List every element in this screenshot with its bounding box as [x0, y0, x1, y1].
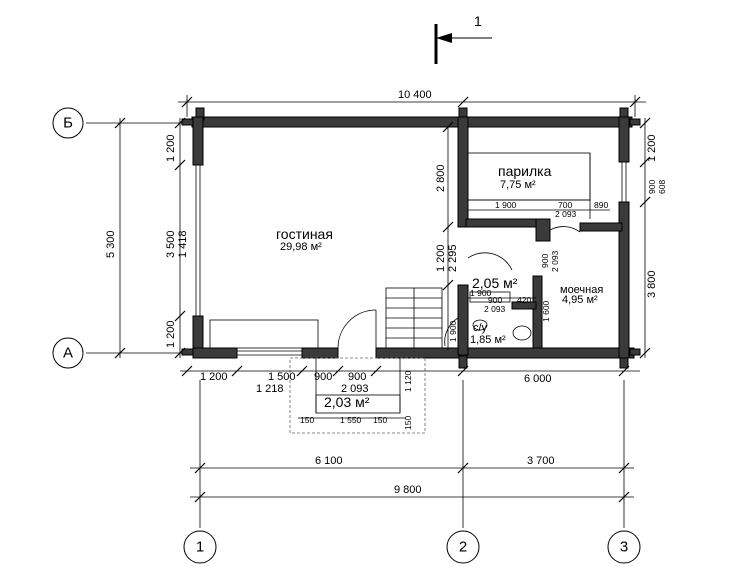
section-mark: 1 — [434, 13, 492, 64]
svg-text:Б: Б — [63, 115, 73, 132]
dim-right-sauna: 900 — [647, 180, 657, 194]
svg-text:2: 2 — [459, 539, 467, 556]
dim-right-sauna2: 608 — [657, 180, 667, 194]
dim-hall-900: 900 — [540, 254, 550, 268]
dim-top: 10 400 — [178, 89, 646, 117]
windows — [195, 162, 627, 356]
axis-bubble-3: 3 — [607, 530, 641, 564]
dim-bottom-900b: 900 — [348, 371, 366, 383]
dim-porch-1550: 1 550 — [340, 415, 362, 425]
room-living-area: 29,98 м² — [280, 241, 322, 253]
dim-axis-9800: 9 800 — [394, 484, 422, 496]
dim-left-mid: 3 500 — [165, 230, 177, 258]
dim-hall-1900: 1 900 — [448, 320, 458, 342]
dim-hall-2093: 2 093 — [550, 250, 560, 272]
dim-left: 5 300 1 200 3 500 1 418 1 200 — [105, 117, 189, 359]
sauna-benches — [467, 152, 591, 219]
counter — [209, 319, 319, 349]
room-sauna-area: 7,75 м² — [500, 179, 536, 191]
room-wc-area: 1,85 м² — [470, 334, 506, 346]
dim-porch-150b: 150 — [373, 415, 387, 425]
dim-porch-150c: 150 — [403, 416, 413, 430]
svg-text:А: А — [63, 345, 73, 362]
dim-bottom-6000: 6 000 — [524, 373, 552, 385]
dim-bottom-1200: 1 200 — [200, 371, 228, 383]
room-wc-name: с/у — [473, 322, 488, 334]
room-living-name: гостиная — [276, 226, 333, 242]
dim-wc-1900: 1 900 — [470, 288, 492, 298]
dim-mid: 2 800 1 200 2 295 1 900 — [435, 121, 459, 350]
wc-fixtures — [469, 291, 532, 341]
dim-sauna-890: 890 — [594, 200, 608, 210]
stairs — [385, 287, 443, 349]
dim-sauna-700: 700 — [558, 200, 572, 210]
room-sauna-name: парилка — [498, 163, 552, 179]
porch — [289, 357, 426, 434]
dim-mid-2295: 2 295 — [447, 244, 459, 272]
section-label: 1 — [474, 13, 482, 29]
dim-mid-1200: 1 200 — [435, 244, 447, 272]
dim-sauna-2093: 2 093 — [555, 209, 577, 219]
dim-porch-150a: 150 — [300, 415, 314, 425]
axis-bubble-2: 2 — [446, 530, 480, 564]
dim-wc-900: 900 — [488, 295, 502, 305]
dim-right-top: 1 200 — [646, 134, 658, 162]
dim-left-mid-inner: 1 418 — [177, 230, 189, 258]
axis-bubble-a: А — [52, 337, 84, 369]
dim-axis-3700: 3 700 — [527, 455, 555, 467]
axis-lines — [86, 122, 625, 528]
room-hall-area: 2,05 м² — [472, 275, 518, 291]
dim-bottom-1218: 1 218 — [256, 383, 284, 395]
dim-right-wash: 3 800 — [646, 270, 658, 298]
dim-axis-6100: 6 100 — [315, 455, 343, 467]
room-wash-name: моечная — [560, 284, 603, 296]
walls — [181, 107, 641, 369]
dim-bottom-1500: 1 500 — [268, 371, 296, 383]
axis-bubble-1: 1 — [183, 530, 217, 564]
dim-porch: 150 1 550 150 150 1 120 — [298, 370, 413, 430]
dim-left-bot: 1 200 — [165, 320, 177, 348]
room-wash-area: 4,95 м² — [562, 294, 598, 306]
dim-porch-1120: 1 120 — [403, 370, 413, 392]
dim-top-total: 10 400 — [398, 89, 432, 101]
doors — [337, 226, 581, 349]
dim-sauna-1900: 1 900 — [495, 200, 517, 210]
dim-mid-2800: 2 800 — [435, 164, 447, 192]
dim-bottom: 1 200 1 218 1 500 900 900 2 093 6 000 — [180, 365, 640, 395]
dim-left-top: 1 200 — [165, 134, 177, 162]
dim-sauna: 1 900 700 2 093 890 — [468, 200, 610, 219]
dim-bottom-900a: 900 — [314, 371, 332, 383]
axis-bubble-b: Б — [52, 107, 84, 139]
dim-bottom-2093: 2 093 — [341, 383, 369, 395]
dim-wc-420: 420 — [517, 295, 531, 305]
svg-text:3: 3 — [620, 539, 628, 556]
dim-wc-1600: 1 600 — [541, 300, 551, 322]
svg-text:1: 1 — [196, 539, 204, 556]
dim-axes: 6 100 3 700 9 800 — [190, 455, 634, 503]
dim-wc-2093: 2 093 — [484, 304, 506, 314]
dim-right: 1 200 900 608 3 800 — [639, 117, 667, 359]
room-porch-area: 2,03 м² — [324, 394, 370, 410]
dim-hall-wc: 900 2 093 1 900 900 2 093 420 1 600 — [468, 250, 560, 322]
dim-left-total: 5 300 — [105, 230, 117, 258]
